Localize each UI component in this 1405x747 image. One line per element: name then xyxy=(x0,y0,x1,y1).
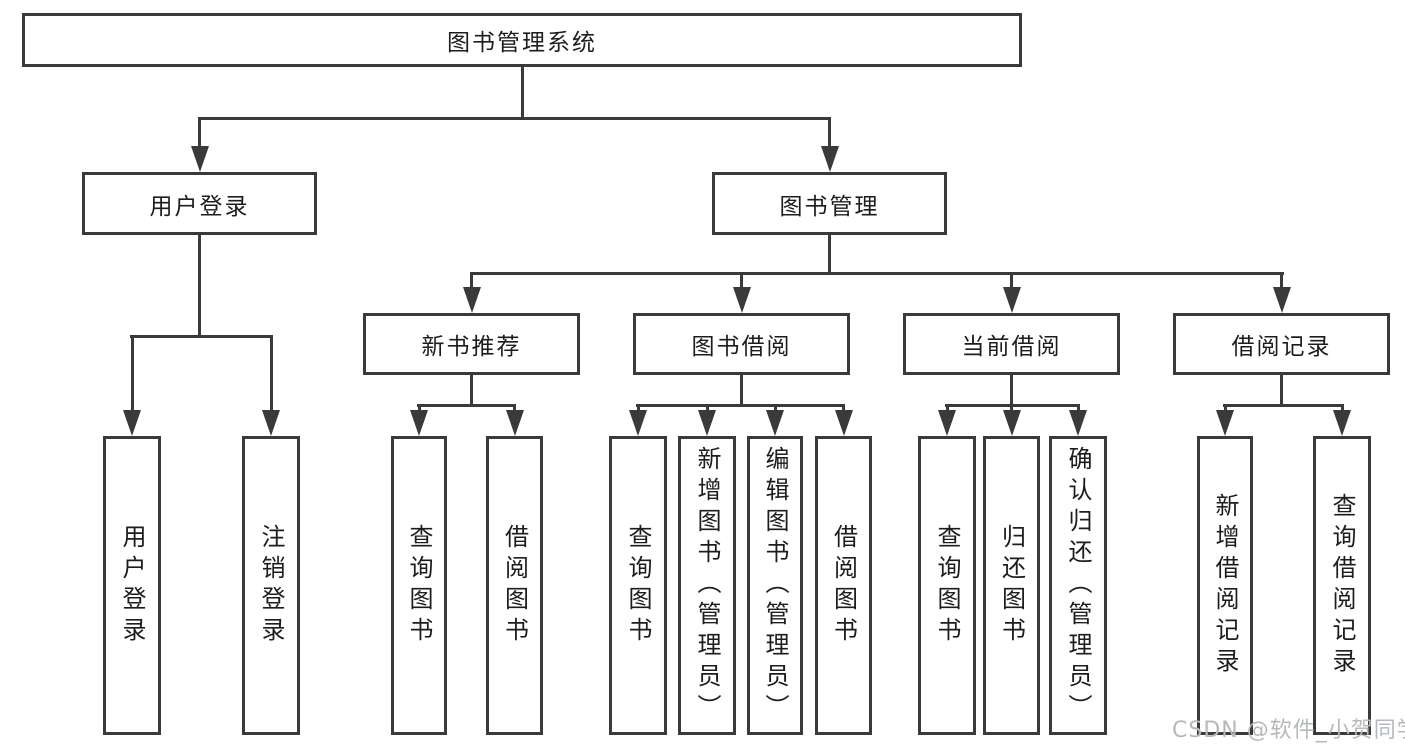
leaf-user-login-label: 用户登录 xyxy=(118,523,146,648)
connector-line xyxy=(1010,272,1013,293)
connector-line xyxy=(198,117,831,120)
arrowhead-down-icon xyxy=(698,410,716,436)
connector-line xyxy=(828,235,831,274)
leaf-logout: 注销登录 xyxy=(242,436,300,735)
node-current-borrowing: 当前借阅 xyxy=(903,313,1120,375)
arrowhead-down-icon xyxy=(1272,287,1291,313)
leaf-user-login: 用户登录 xyxy=(103,436,161,735)
leaf-query-book-current: 查询图书 xyxy=(918,436,976,735)
leaf-query-book-recommend: 查询图书 xyxy=(391,436,447,735)
leaf-query-book-borrowing-label: 查询图书 xyxy=(624,523,652,648)
connector-line xyxy=(198,117,201,152)
arrowhead-down-icon xyxy=(505,410,524,436)
leaf-add-book-admin: 新增图书（管理员） xyxy=(678,436,736,735)
leaf-add-borrow-record-label: 新增借阅记录 xyxy=(1211,492,1239,679)
leaf-return-book: 归还图书 xyxy=(983,436,1040,735)
node-book-management: 图书管理 xyxy=(712,172,947,235)
node-user-login-label: 用户登录 xyxy=(149,193,250,220)
leaf-edit-book-admin-label: 编辑图书（管理员） xyxy=(761,446,789,725)
arrowhead-down-icon xyxy=(1333,410,1351,436)
connector-line xyxy=(1280,375,1283,406)
arrowhead-down-icon xyxy=(1216,410,1234,436)
leaf-borrow-book-label: 借阅图书 xyxy=(829,523,858,648)
connector-line xyxy=(130,335,134,416)
leaf-query-book-recommend-label: 查询图书 xyxy=(405,523,433,648)
connector-line xyxy=(198,235,201,337)
arrowhead-down-icon xyxy=(1002,410,1021,436)
node-new-book-recommend-label: 新书推荐 xyxy=(421,334,522,360)
node-user-login: 用户登录 xyxy=(82,172,317,235)
connector-line xyxy=(470,272,1284,275)
leaf-logout-label: 注销登录 xyxy=(257,523,285,648)
connector-line xyxy=(636,404,845,407)
node-book-management-label: 图书管理 xyxy=(779,193,880,220)
leaf-confirm-return-admin: 确认归还（管理员） xyxy=(1049,436,1107,735)
leaf-add-book-admin-label: 新增图书（管理员） xyxy=(693,446,721,725)
node-book-borrowing-label: 图书借阅 xyxy=(691,334,792,360)
connector-line xyxy=(1223,404,1344,407)
leaf-edit-book-admin: 编辑图书（管理员） xyxy=(747,436,803,735)
leaf-borrow-book-recommend: 借阅图书 xyxy=(486,436,543,735)
arrowhead-down-icon xyxy=(629,410,647,436)
arrowhead-down-icon xyxy=(123,410,141,436)
arrowhead-down-icon xyxy=(410,410,428,436)
connector-line xyxy=(470,272,473,293)
arrowhead-down-icon xyxy=(190,146,209,172)
arrowhead-down-icon xyxy=(462,287,481,313)
node-new-book-recommend: 新书推荐 xyxy=(363,313,580,375)
leaf-query-borrow-record: 查询借阅记录 xyxy=(1313,436,1371,735)
arrowhead-down-icon xyxy=(938,410,956,436)
connector-line xyxy=(828,117,831,152)
node-root-label: 图书管理系统 xyxy=(447,30,597,56)
connector-line xyxy=(520,67,524,118)
arrowhead-down-icon xyxy=(1069,410,1087,436)
leaf-borrow-book: 借阅图书 xyxy=(815,436,872,735)
leaf-borrow-book-recommend-label: 借阅图书 xyxy=(500,523,529,648)
connector-line xyxy=(740,375,743,406)
arrowhead-down-icon xyxy=(834,410,853,436)
connector-line xyxy=(130,335,272,338)
connector-line xyxy=(1010,375,1013,406)
leaf-query-borrow-record-label: 查询借阅记录 xyxy=(1328,492,1356,679)
leaf-add-borrow-record: 新增借阅记录 xyxy=(1197,436,1253,735)
connector-line xyxy=(417,404,516,407)
connector-line xyxy=(470,375,473,406)
node-root: 图书管理系统 xyxy=(22,13,1022,67)
leaf-query-book-borrowing: 查询图书 xyxy=(609,436,667,735)
node-borrowing-records: 借阅记录 xyxy=(1173,313,1390,375)
leaf-query-book-current-label: 查询图书 xyxy=(933,523,961,648)
csdn-watermark: CSDN @软件_小贺同学 xyxy=(1172,718,1405,743)
arrowhead-down-icon xyxy=(1002,287,1021,313)
node-current-borrowing-label: 当前借阅 xyxy=(961,334,1062,360)
connector-line xyxy=(740,272,743,293)
leaf-return-book-label: 归还图书 xyxy=(997,523,1026,648)
arrowhead-down-icon xyxy=(732,287,751,313)
arrowhead-down-icon xyxy=(766,410,784,436)
connector-line xyxy=(269,335,273,416)
leaf-confirm-return-admin-label: 确认归还（管理员） xyxy=(1064,446,1092,725)
node-book-borrowing: 图书借阅 xyxy=(633,313,850,375)
arrowhead-down-icon xyxy=(820,146,839,172)
arrowhead-down-icon xyxy=(262,410,280,436)
connector-line xyxy=(1280,272,1283,293)
node-borrowing-records-label: 借阅记录 xyxy=(1231,334,1332,360)
